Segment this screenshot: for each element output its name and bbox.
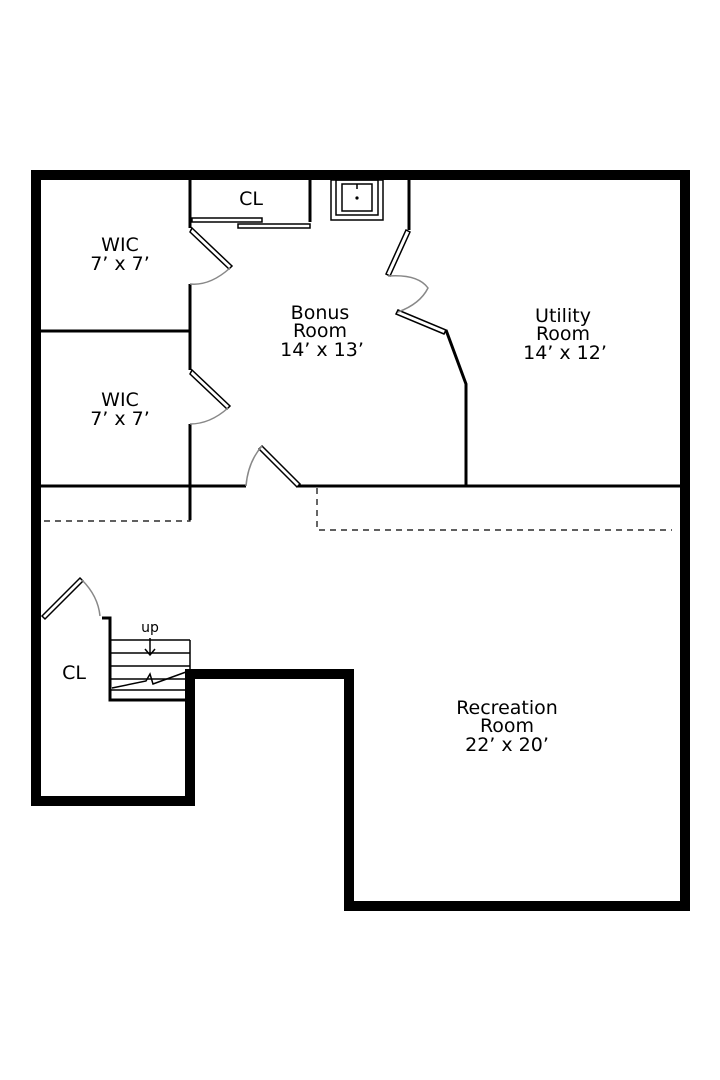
exterior-wall — [31, 170, 690, 911]
interior-wall-bonus-utility-angled — [444, 329, 468, 486]
stair-closet-door-swing — [81, 579, 101, 617]
wic-lower-door-leaf — [189, 368, 232, 411]
wic-lower-door-swing — [189, 407, 229, 425]
recreation-room-size: 22’ x 20’ — [465, 734, 549, 756]
bonus-room-size: 14’ x 13’ — [280, 339, 364, 361]
bonus-door-leaf — [257, 444, 302, 489]
wic-lower-name: WIC — [101, 389, 139, 411]
closet-top-label: CL — [239, 188, 263, 210]
closet-bifold-door — [191, 217, 263, 223]
bonus-room-name-2: Room — [293, 320, 347, 342]
recreation-room-name-2: Room — [480, 715, 534, 737]
utility-room-size: 14’ x 12’ — [523, 342, 607, 364]
wic-upper-door-swing — [189, 267, 231, 285]
fixture-middle — [335, 179, 379, 216]
bonus-door-swing — [245, 445, 263, 487]
utility-door-leaf-upper — [385, 228, 411, 278]
soffit-dashed-right — [316, 488, 672, 531]
wic-upper-door-leaf — [189, 226, 234, 271]
stair-break-line — [111, 671, 187, 689]
utility-room-name-2: Room — [536, 323, 590, 345]
wic-lower-size: 7’ x 7’ — [90, 408, 150, 430]
fixture-dot — [355, 196, 359, 200]
stair-closet-door-leaf — [40, 576, 85, 621]
utility-door-leaf-lower — [394, 309, 448, 335]
utility-room-name-1: Utility — [535, 305, 591, 327]
stair-wall — [102, 616, 190, 702]
recreation-room-name-1: Recreation — [456, 697, 558, 719]
closet-bifold-door-2 — [237, 223, 311, 229]
closet-stair-label: CL — [62, 662, 86, 684]
wic-upper-name: WIC — [101, 234, 139, 256]
utility-door-swing — [387, 275, 429, 313]
wic-upper-size: 7’ x 7’ — [90, 253, 150, 275]
soffit-dashed-left — [44, 488, 191, 522]
bonus-room-name-1: Bonus — [291, 302, 350, 324]
stair-up-label: up — [141, 620, 159, 636]
stair-arrow-head — [144, 648, 156, 657]
